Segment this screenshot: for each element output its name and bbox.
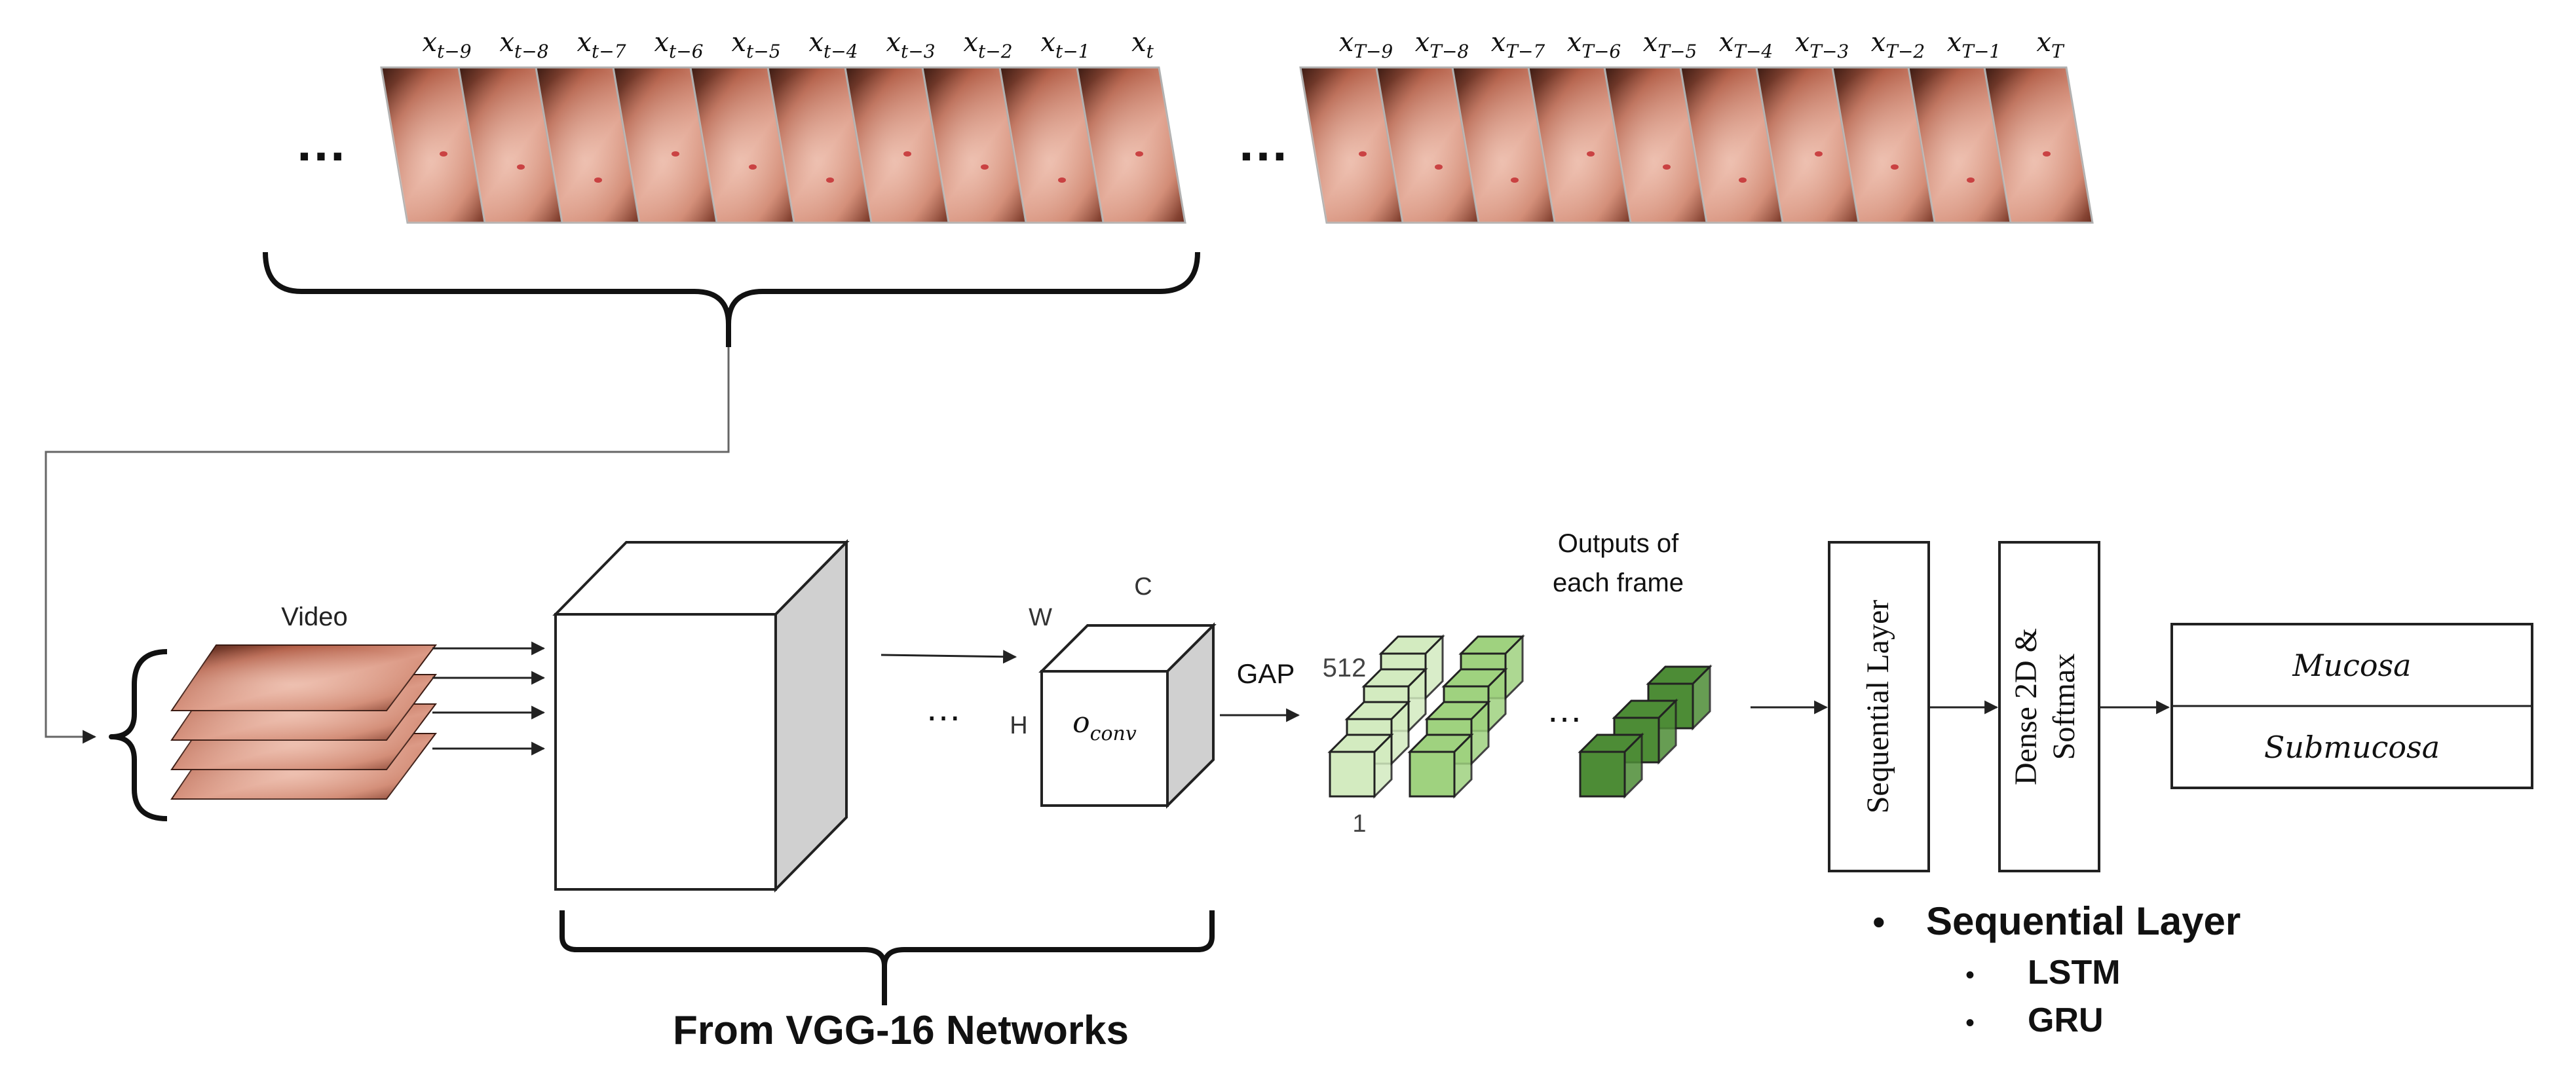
frame-t-frame-2 — [535, 66, 645, 224]
class-submucosa: Submucosa — [2264, 730, 2440, 765]
gap-output-cubes — [1327, 634, 1713, 799]
frame-T-frame-9 — [1983, 66, 2094, 224]
frame-t-label-7: xt−2 — [963, 28, 1012, 62]
frame-t-label-6: xt−3 — [886, 28, 935, 62]
notes-bullet-2: • — [1965, 1009, 1975, 1037]
video-frame-stack — [170, 644, 437, 800]
conv-feature-cube: W C H oconv — [1010, 573, 1217, 809]
frame-T-frame-7 — [1831, 66, 1942, 224]
frame-T-label-9: xT — [2036, 28, 2065, 62]
video-brace — [109, 649, 168, 821]
conv-label-w: W — [1029, 604, 1052, 631]
frame-t-label-0: xt−9 — [422, 28, 471, 62]
frame-T-frame-0 — [1299, 66, 1410, 224]
outputs-caption-line2: each frame — [1553, 568, 1684, 597]
frame-T-label-4: xT−5 — [1643, 28, 1697, 62]
frames-ellipsis-mid: … — [1237, 113, 1289, 172]
video-arrows — [432, 641, 546, 756]
conv-label-h: H — [1010, 712, 1027, 739]
dense-label-line2: Softmax — [2047, 654, 2081, 760]
frame-t-frame-3 — [612, 66, 723, 224]
frame-T-label-2: xT−7 — [1491, 28, 1545, 62]
frame-T-frame-8 — [1907, 66, 2018, 224]
vgg-ellipsis: … — [925, 687, 962, 728]
frame-t-label-2: xt−7 — [577, 28, 626, 62]
frame-T-label-3: xT−6 — [1567, 28, 1621, 62]
frame-t-frame-7 — [921, 66, 1032, 224]
notes-item-gru: GRU — [2028, 1001, 2104, 1039]
frame-t-label-8: xt−1 — [1040, 28, 1089, 62]
frame-T-frame-4 — [1603, 66, 1714, 224]
frame-T-label-5: xT−4 — [1719, 28, 1773, 62]
notes-bullet-1: • — [1965, 961, 1975, 990]
frame-t-label-5: xt−4 — [808, 28, 858, 62]
outputs-caption-line1: Outputs of — [1558, 529, 1679, 558]
frame-t-label-1: xt−8 — [499, 28, 548, 62]
frame-T-label-1: xT−8 — [1415, 28, 1469, 62]
video-label: Video — [281, 603, 348, 631]
frame-t-label-3: xt−6 — [654, 28, 703, 62]
frame-T-frame-6 — [1755, 66, 1866, 224]
dim-1-bottom-label: 1 — [1352, 810, 1366, 838]
output-classes-box: Mucosa Submucosa — [2170, 623, 2533, 789]
outputs-ellipsis: … — [1546, 688, 1583, 730]
frame-t-frame-5 — [767, 66, 877, 224]
frame-sequence-t: xt−9 xt−8 xt−7 xt−6 xt−5 xt−4 xt−3 xt−2 xt−1 xt — [380, 28, 1186, 224]
frame-T-frame-5 — [1679, 66, 1790, 224]
frame-t-frame-4 — [689, 66, 800, 224]
sequential-notes: • Sequential Layer • LSTM • GRU — [1872, 899, 2241, 1039]
dense-label-line1: Dense 2D & — [2009, 628, 2043, 785]
frame-T-label-7: xT−2 — [1871, 28, 1925, 62]
gap-cube-col3-0 — [1578, 732, 1644, 799]
sequential-layer-label: Sequential Layer — [1861, 600, 1895, 814]
frame-T-frame-3 — [1527, 66, 1638, 224]
frame-t-label-9: xt — [1131, 28, 1154, 62]
frame-t-frame-0 — [380, 66, 491, 224]
vgg-caption: From VGG-16 Networks — [673, 1008, 1129, 1053]
frames-ellipsis-left: … — [295, 113, 347, 172]
frames-brace — [263, 251, 1200, 347]
frame-T-label-0: xT−9 — [1339, 28, 1393, 62]
conv-label-c: C — [1134, 573, 1152, 601]
frame-outputs: Outputs of each frame 512 1 1 … — [1323, 529, 1713, 838]
dense-softmax-box: Dense 2D & Softmax — [1998, 541, 2100, 872]
conv-output-label: oconv — [1072, 706, 1137, 745]
frame-T-label-8: xT−1 — [1947, 28, 2001, 62]
vgg-brace — [559, 910, 1215, 1005]
gap-cube-col1-0 — [1327, 732, 1394, 799]
frame-sequence-T: xT−9 xT−8 xT−7 xT−6 xT−5 xT−4 xT−3 xT−2 xT−1 xT — [1299, 28, 2094, 224]
video-slice-0 — [170, 644, 437, 711]
frame-t-label-4: xt−5 — [731, 28, 780, 62]
frame-t-frame-8 — [998, 66, 1109, 224]
frame-t-frame-9 — [1076, 66, 1186, 224]
class-mucosa: Mucosa — [2292, 648, 2411, 683]
notes-bullet-main: • — [1872, 901, 1885, 942]
gap-cube-col2-0 — [1407, 732, 1474, 799]
gap-label: GAP — [1237, 658, 1295, 689]
video-input: Video — [109, 603, 546, 821]
vgg-to-conv-arrow — [881, 650, 1017, 664]
vgg-feature-cube — [552, 539, 850, 893]
frame-t-frame-1 — [457, 66, 568, 224]
frames-to-video-connector — [45, 347, 730, 744]
notes-title: Sequential Layer — [1926, 899, 2241, 943]
notes-item-lstm: LSTM — [2028, 954, 2121, 992]
dim-512-label: 512 — [1323, 654, 1367, 682]
frame-t-frame-6 — [844, 66, 955, 224]
frame-T-label-6: xT−3 — [1795, 28, 1849, 62]
frame-T-frame-2 — [1451, 66, 1562, 224]
sequential-layer-box: Sequential Layer — [1828, 541, 1930, 872]
